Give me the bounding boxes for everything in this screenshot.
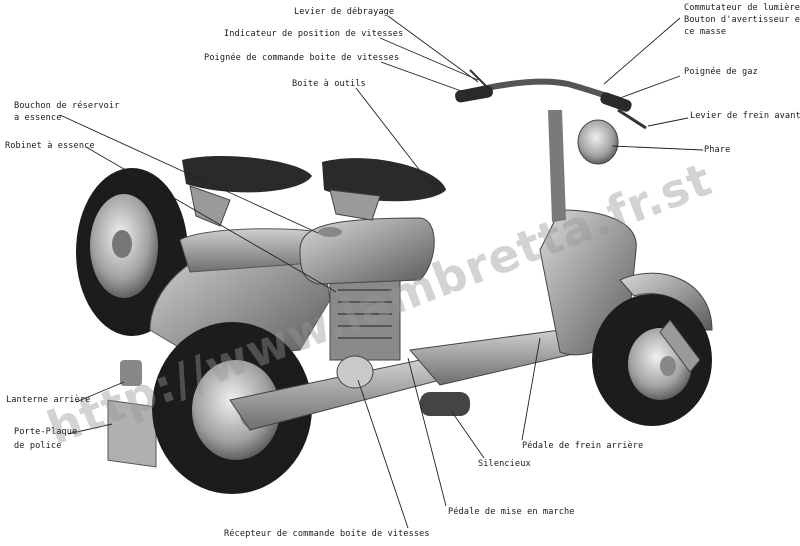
label-porte-plaque-2: de police bbox=[14, 441, 62, 451]
leader-phare bbox=[611, 145, 704, 151]
leader-lanterne-arriere bbox=[75, 381, 125, 403]
leader-robinet-essence bbox=[85, 146, 337, 293]
label-pedale-mise-en-marche: Pédale de mise en marche bbox=[448, 507, 575, 517]
leader-levier-debrayage bbox=[387, 15, 479, 83]
seats bbox=[182, 155, 446, 227]
label-poignee-gaz: Poignée de gaz bbox=[684, 67, 758, 77]
handlebar-headlamp bbox=[455, 69, 647, 165]
label-silencieux: Silencieux bbox=[478, 459, 531, 469]
label-commutateur-1: Commutateur de lumières bbox=[684, 3, 800, 13]
leader-bouchon-reservoir bbox=[59, 114, 319, 234]
label-porte-plaque-1: Porte-Plaque bbox=[14, 427, 78, 437]
leader-indicateur-vitesses bbox=[379, 37, 479, 81]
rear-wheel bbox=[152, 322, 312, 494]
label-indicateur-vitesses: Indicateur de position de vitesses bbox=[224, 29, 404, 39]
leader-commutateur bbox=[603, 17, 681, 85]
leader-levier-frein-avant bbox=[647, 117, 689, 127]
label-phare: Phare bbox=[704, 145, 731, 155]
label-robinet-essence: Robinet à essence bbox=[5, 141, 95, 151]
leader-pedale-frein-arriere bbox=[521, 337, 541, 441]
rear-bodywork bbox=[107, 228, 331, 468]
label-boite-outils: Boite à outils bbox=[292, 79, 366, 89]
leader-boite-outils bbox=[355, 87, 439, 195]
leader-pedale-mise-en-marche bbox=[407, 357, 447, 507]
label-pedale-frein-arriere: Pédale de frein arrière bbox=[522, 441, 644, 451]
label-bouchon-reservoir-2: a essence bbox=[14, 113, 62, 123]
label-lanterne-arriere: Lanterne arrière bbox=[6, 395, 91, 405]
leader-porte-plaque bbox=[67, 423, 113, 435]
engine-frame bbox=[229, 279, 470, 431]
front-wheel bbox=[592, 272, 713, 426]
label-recepteur-boite: Récepteur de commande boite de vitesses bbox=[224, 529, 430, 539]
leader-poignee-gaz bbox=[619, 75, 681, 99]
label-levier-debrayage: Levier de débrayage bbox=[294, 7, 395, 17]
label-bouchon-reservoir-1: Bouchon de réservoir bbox=[14, 101, 120, 111]
leader-recepteur-boite bbox=[357, 379, 409, 529]
label-commutateur-2: Bouton d'avertisseur et bbox=[684, 15, 800, 25]
label-levier-frein-avant: Levier de frein avant bbox=[690, 111, 800, 121]
label-commutateur-3: ce masse bbox=[684, 27, 727, 37]
fuel-tank bbox=[299, 217, 435, 285]
label-poignee-boite: Poignée de commande boite de vitesses bbox=[204, 53, 400, 63]
leader-lines bbox=[59, 15, 704, 529]
leader-poignee-boite bbox=[380, 61, 465, 93]
leader-silencieux bbox=[451, 411, 485, 459]
